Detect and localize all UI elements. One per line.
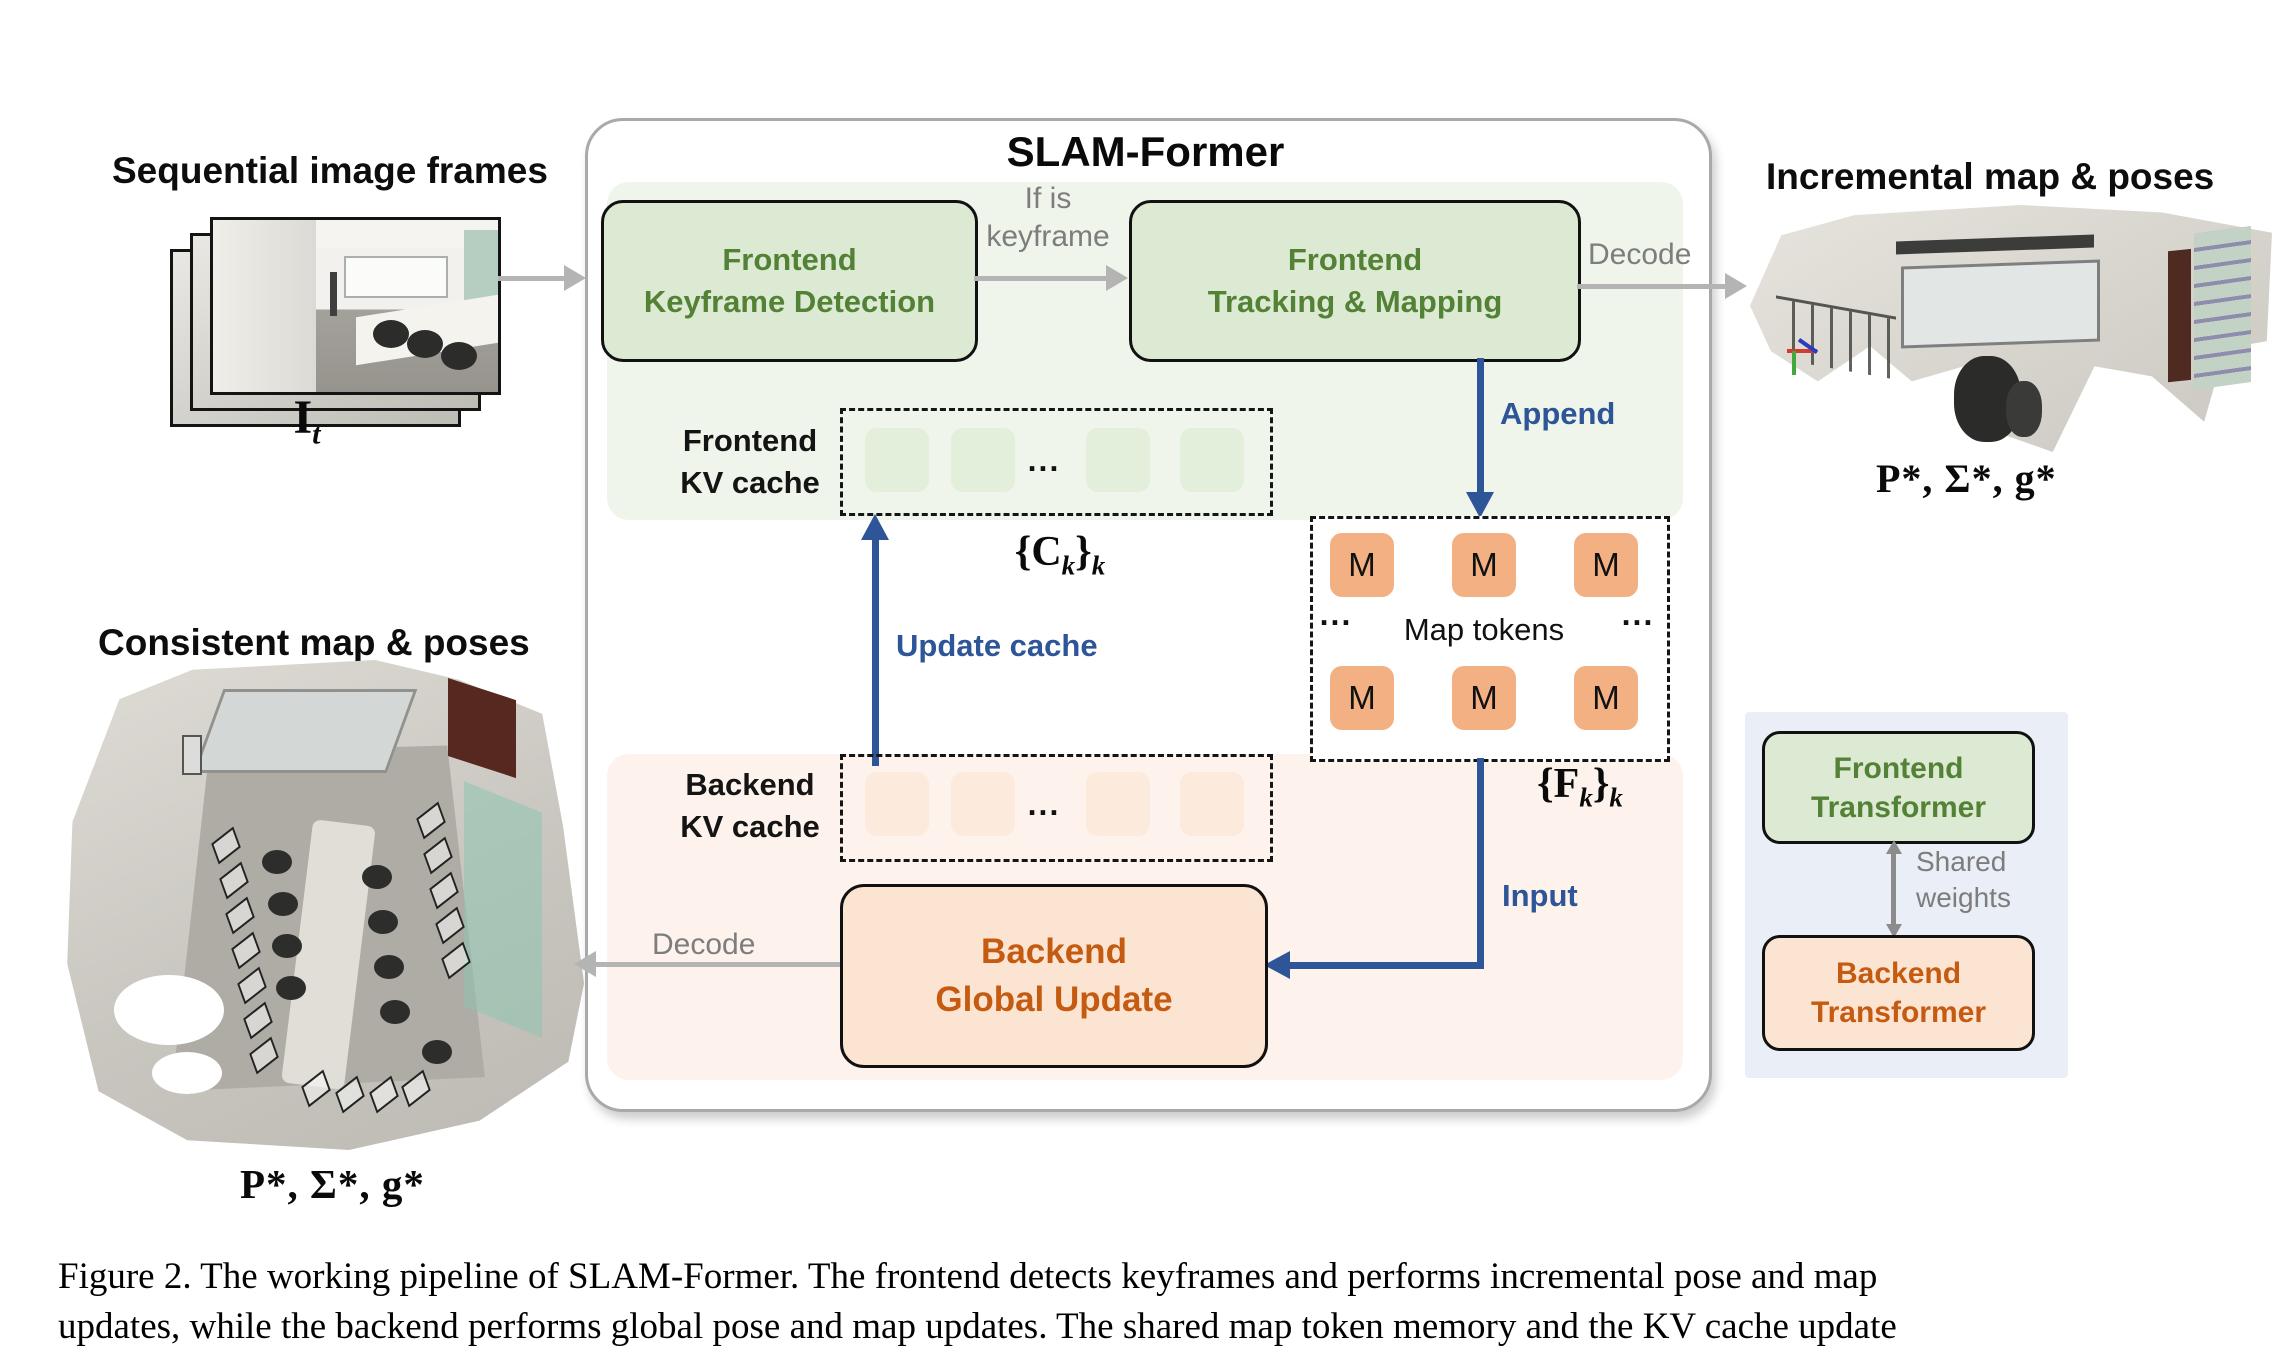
whiteboard-shape <box>1901 259 2101 349</box>
map-token: M <box>1452 666 1516 730</box>
axis-x-red <box>1786 348 1817 353</box>
map-tokens-ellipsis-right: ... <box>1621 596 1655 632</box>
if-is-keyframe-label: If is keyframe <box>986 182 1110 253</box>
frontend-keyframe-detection-box: Frontend Keyframe Detection <box>601 200 978 362</box>
robot-shape <box>182 735 202 775</box>
frontend-kv-cache-label: Frontend KV cache <box>680 423 820 500</box>
incremental-map-label: Incremental map & poses <box>1766 156 2215 197</box>
map-token: M <box>1452 533 1516 597</box>
backend-kv-cache-box <box>840 754 1273 862</box>
consistent-map-label: Consistent map & poses <box>98 622 530 663</box>
map-token: M <box>1574 533 1638 597</box>
map-tokens-label: Map tokens <box>1403 612 1565 647</box>
incremental-map-image <box>1750 205 2272 457</box>
figure-caption: Figure 2. The working pipeline of SLAM-F… <box>58 1252 1897 1352</box>
whiteboard-shape <box>192 689 418 774</box>
image-frame-front <box>210 217 501 395</box>
frontend-tracking-mapping-box: Frontend Tracking & Mapping <box>1129 200 1581 362</box>
backend-global-update-box: Backend Global Update <box>840 884 1268 1068</box>
diagram-title: SLAM-Former <box>1006 128 1285 175</box>
decode-right-label: Decode <box>1588 238 1692 271</box>
consistent-map-image <box>62 660 584 1150</box>
map-token: M <box>1574 666 1638 730</box>
update-cache-label: Update cache <box>896 628 1098 663</box>
consistent-pose-math: P*, Σ*, g* <box>240 1161 425 1207</box>
backend-kv-ellipsis: ... <box>1027 786 1061 822</box>
map-tokens-ellipsis-left: ... <box>1319 596 1353 632</box>
frame-math-label: It <box>293 391 321 451</box>
frontend-kv-cache-box <box>840 408 1273 516</box>
shared-weights-label: Shared weights <box>1916 846 2011 913</box>
caption-line-2: updates, while the backend performs glob… <box>58 1306 1897 1347</box>
backend-kv-cache-label: Backend KV cache <box>680 767 820 844</box>
caption-line-1: Figure 2. The working pipeline of SLAM-F… <box>58 1256 1878 1297</box>
frontend-cache-math: {Ck}k <box>1014 529 1106 581</box>
frontend-kv-ellipsis: ... <box>1027 442 1061 478</box>
map-token: M <box>1330 666 1394 730</box>
map-token: M <box>1330 533 1394 597</box>
decode-left-label: Decode <box>652 928 756 961</box>
sequential-frames-label: Sequential image frames <box>112 150 548 191</box>
frontend-transformer-box: Frontend Transformer <box>1762 731 2035 844</box>
append-label: Append <box>1500 396 1616 431</box>
axis-y-green <box>1791 351 1796 376</box>
map-tokens-math: {Fk}k <box>1537 761 1623 813</box>
backend-transformer-box: Backend Transformer <box>1762 935 2035 1051</box>
incremental-pose-math: P*, Σ*, g* <box>1876 456 2057 501</box>
input-label: Input <box>1502 878 1578 913</box>
